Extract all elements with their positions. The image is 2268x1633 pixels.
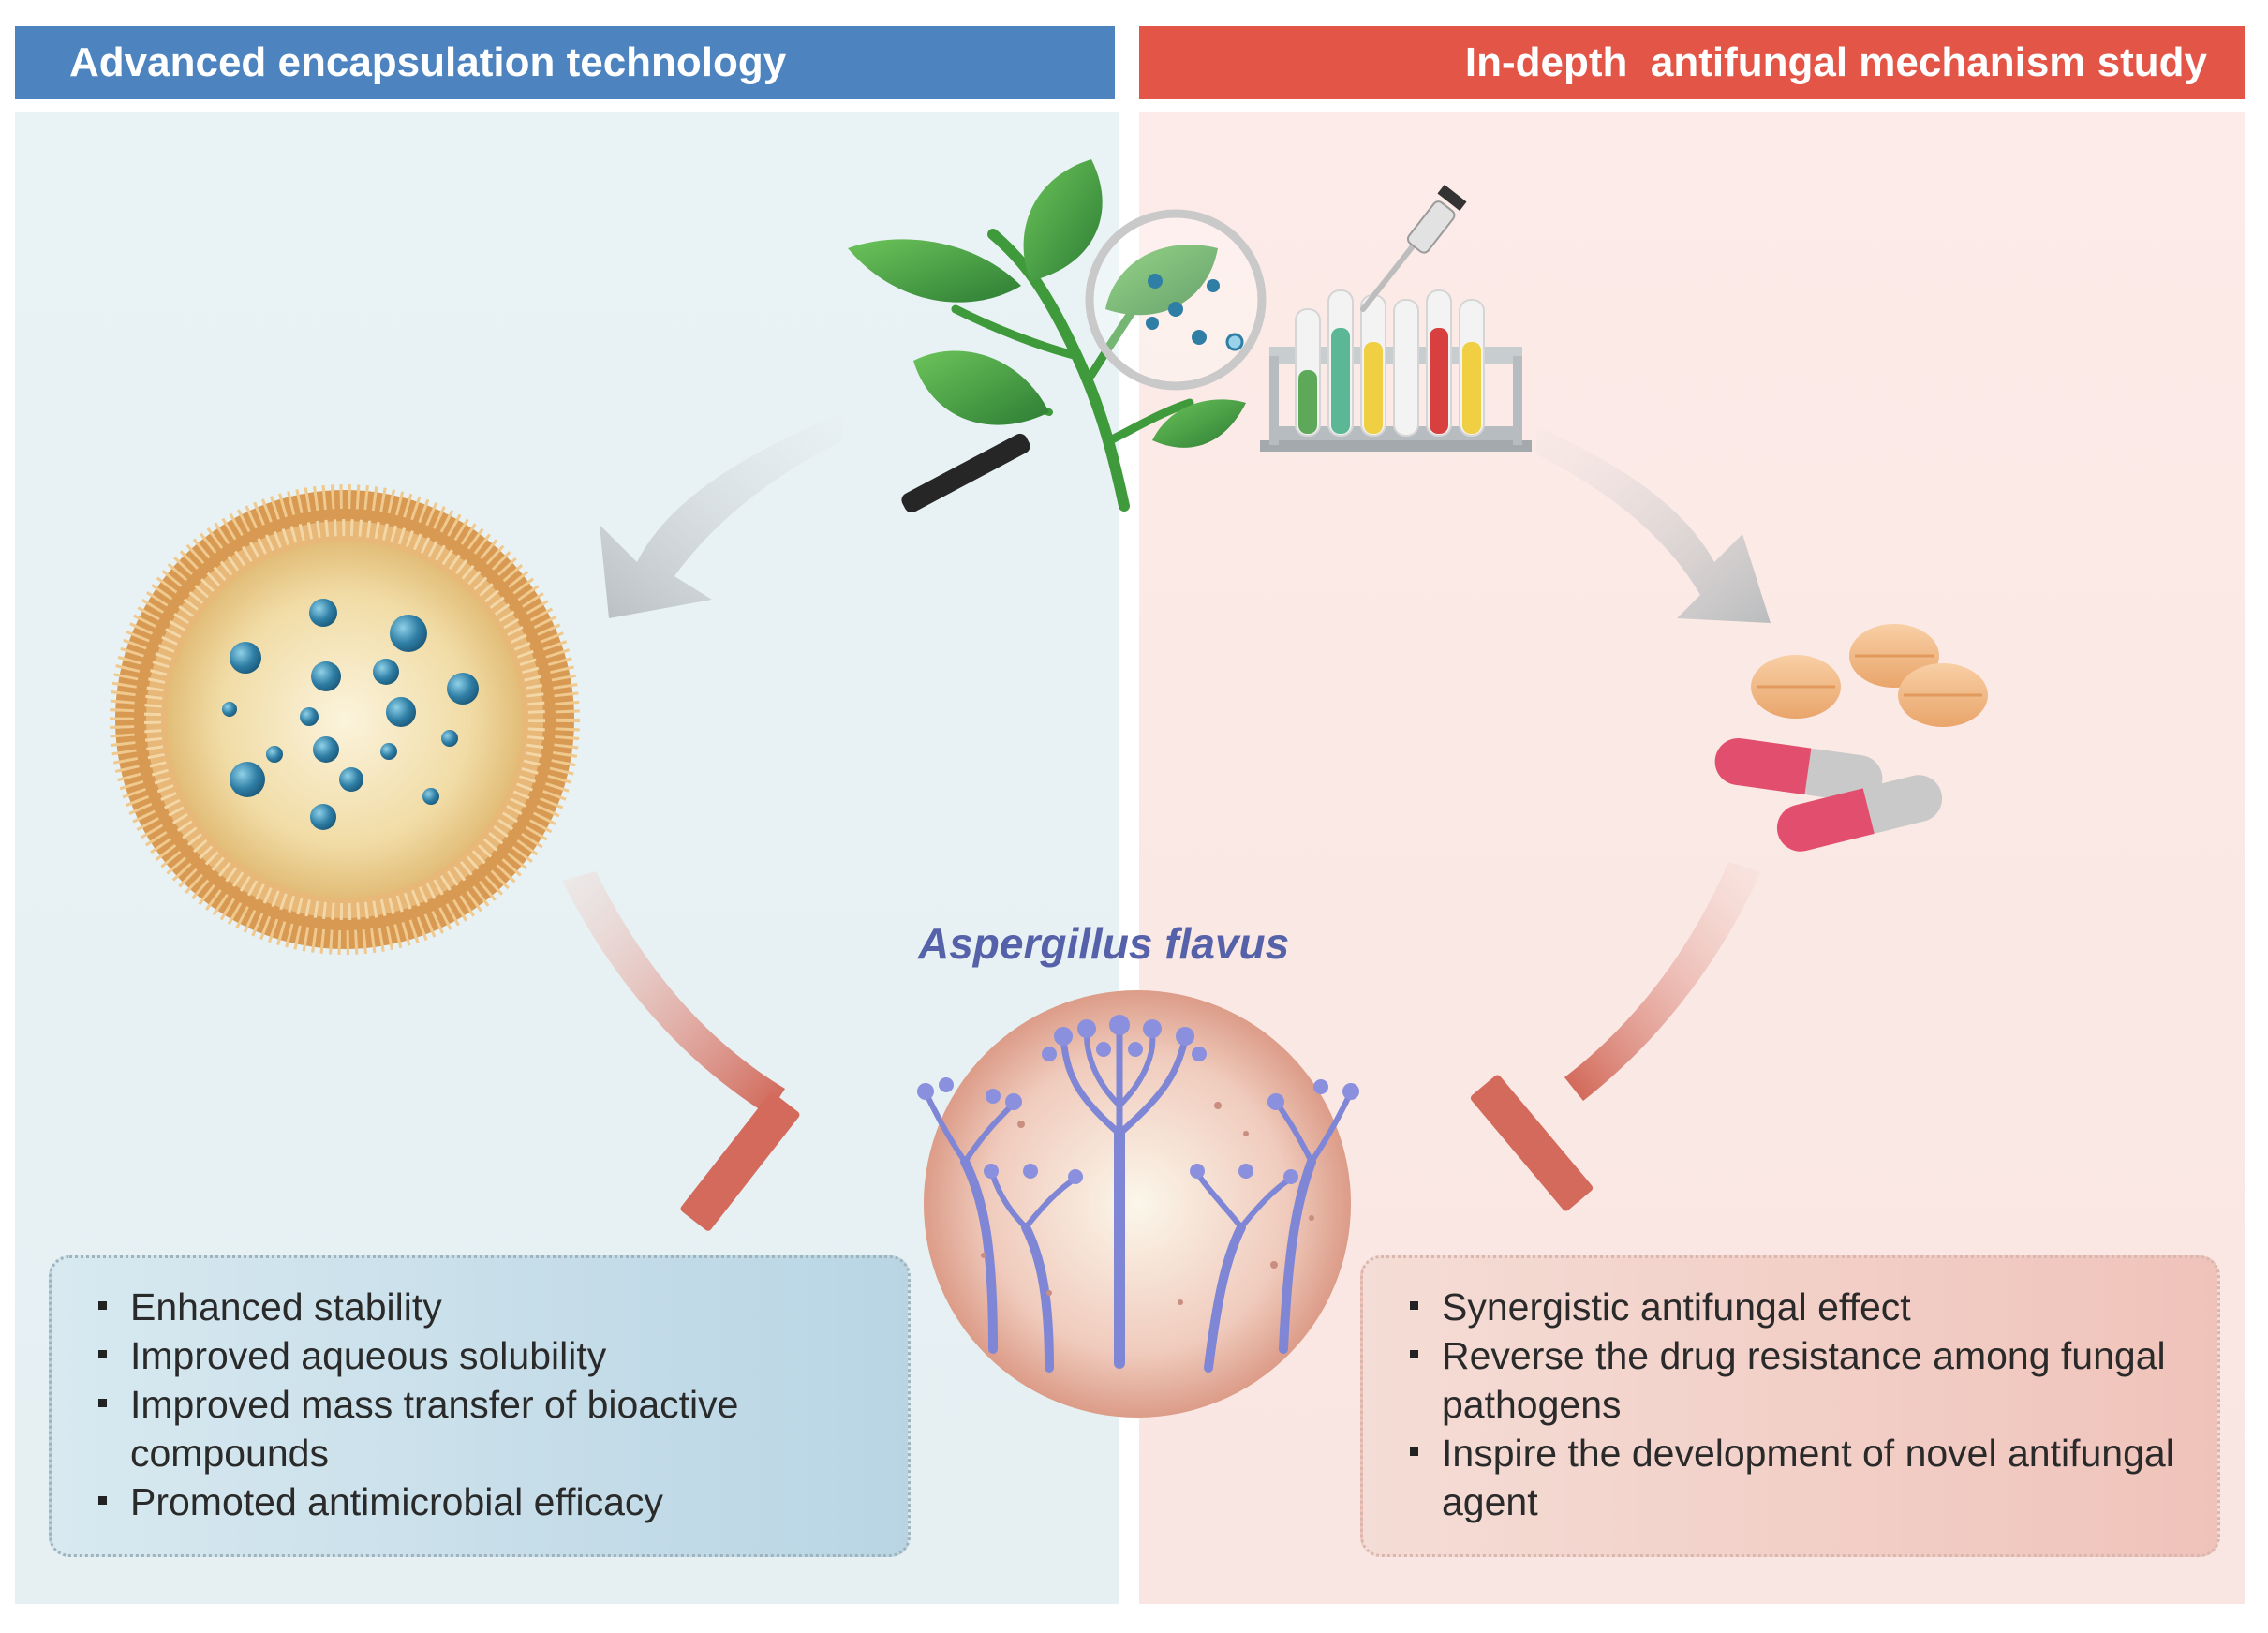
right-header: In-depth antifungal mechanism study bbox=[1139, 26, 2245, 99]
gray-arrow-right bbox=[1536, 426, 1771, 623]
right-header-title: In-depth antifungal mechanism study bbox=[1464, 39, 2207, 85]
list-item: Promoted antimicrobial efficacy bbox=[96, 1477, 876, 1526]
mechanism-benefits-box: Synergistic antifungal effect Reverse th… bbox=[1360, 1255, 2220, 1557]
left-header: Advanced encapsulation technology bbox=[15, 26, 1115, 99]
list-item: Synergistic antifungal effect bbox=[1408, 1283, 2186, 1331]
inhibit-bar-left bbox=[680, 1092, 800, 1231]
inhibit-bar-right bbox=[1470, 1075, 1594, 1211]
test-tube-rack-pipette-icon bbox=[1260, 185, 1532, 452]
list-item: Improved mass transfer of bioactive comp… bbox=[96, 1380, 876, 1477]
liposome-capsule-icon bbox=[110, 484, 580, 955]
plant-with-magnifier-icon bbox=[848, 159, 1267, 513]
list-item: Reverse the drug resistance among fungal… bbox=[1408, 1331, 2186, 1429]
inhibit-arrow-left bbox=[562, 871, 785, 1115]
aspergillus-fungus-icon bbox=[917, 990, 1359, 1418]
list-item: Improved aqueous solubility bbox=[96, 1331, 876, 1380]
gray-arrow-left bbox=[600, 412, 843, 618]
left-header-title: Advanced encapsulation technology bbox=[69, 39, 787, 85]
list-item: Inspire the development of novel antifun… bbox=[1408, 1429, 2186, 1526]
species-label: Aspergillus flavus bbox=[918, 919, 1290, 968]
list-item: Enhanced stability bbox=[96, 1283, 876, 1331]
encapsulation-benefits-list: Enhanced stability Improved aqueous solu… bbox=[96, 1283, 876, 1526]
inhibit-arrow-right bbox=[1564, 862, 1761, 1101]
pills-capsules-icon bbox=[1714, 624, 1988, 852]
encapsulation-benefits-box: Enhanced stability Improved aqueous solu… bbox=[49, 1255, 911, 1557]
mechanism-benefits-list: Synergistic antifungal effect Reverse th… bbox=[1408, 1283, 2186, 1526]
